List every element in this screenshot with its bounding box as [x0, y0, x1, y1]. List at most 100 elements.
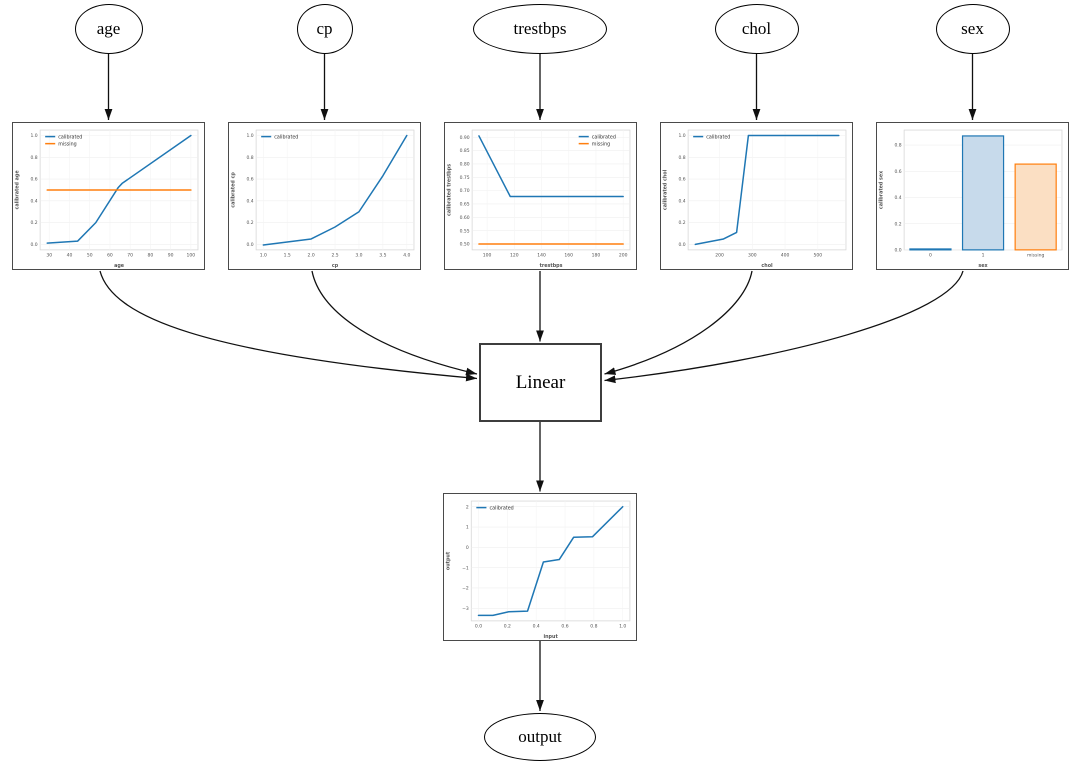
svg-text:calibrated cp: calibrated cp: [231, 172, 237, 208]
svg-text:4.0: 4.0: [403, 252, 410, 258]
svg-text:0: 0: [929, 252, 932, 258]
node-output: output: [484, 713, 596, 761]
svg-text:0.90: 0.90: [460, 135, 470, 141]
svg-text:2.0: 2.0: [308, 252, 315, 258]
svg-text:0.2: 0.2: [678, 220, 685, 226]
svg-text:calibrated: calibrated: [706, 134, 730, 140]
node-age-label: age: [96, 19, 121, 38]
svg-text:missing: missing: [1027, 252, 1044, 258]
edge-sex-to-linear: [604, 270, 964, 384]
svg-text:30: 30: [46, 252, 52, 258]
svg-text:0.6: 0.6: [246, 177, 253, 183]
svg-text:−2: −2: [462, 586, 469, 592]
svg-text:sex: sex: [978, 264, 988, 269]
svg-text:3.5: 3.5: [379, 252, 386, 258]
svg-text:0.50: 0.50: [460, 242, 470, 248]
svg-text:90: 90: [168, 252, 174, 258]
svg-text:0: 0: [466, 545, 469, 551]
node-cp: cp: [296, 4, 353, 54]
svg-text:missing: missing: [58, 141, 76, 147]
svg-text:140: 140: [537, 252, 546, 258]
svg-text:0.8: 0.8: [590, 623, 597, 629]
svg-text:−1: −1: [462, 565, 469, 571]
svg-text:200: 200: [715, 252, 724, 258]
svg-text:0.6: 0.6: [678, 177, 685, 183]
node-chol-label: chol: [741, 19, 772, 38]
svg-text:2.5: 2.5: [331, 252, 338, 258]
svg-text:0.6: 0.6: [894, 169, 901, 175]
node-linear: Linear: [479, 343, 602, 422]
svg-text:calibrated age: calibrated age: [15, 170, 21, 210]
svg-text:0.65: 0.65: [460, 202, 470, 208]
node-cp-label: cp: [316, 19, 333, 38]
svg-text:age: age: [114, 264, 125, 269]
svg-text:cp: cp: [332, 264, 339, 269]
svg-text:60: 60: [107, 252, 113, 258]
svg-text:0.0: 0.0: [894, 247, 901, 253]
svg-text:0.8: 0.8: [678, 155, 685, 161]
svg-text:1.0: 1.0: [678, 133, 685, 139]
svg-text:0.80: 0.80: [460, 162, 470, 168]
svg-text:1.0: 1.0: [246, 133, 253, 139]
svg-text:chol: chol: [761, 263, 773, 269]
edge-chol-to-linear: [604, 270, 753, 375]
node-sex: sex: [935, 4, 1010, 54]
svg-text:0.6: 0.6: [30, 177, 37, 183]
svg-text:calibrated chol: calibrated chol: [663, 169, 669, 210]
svg-text:0.8: 0.8: [246, 155, 253, 161]
svg-text:input: input: [543, 634, 558, 640]
node-trestbps: trestbps: [473, 4, 607, 54]
svg-text:0.85: 0.85: [460, 148, 470, 154]
svg-text:calibrated trestbps: calibrated trestbps: [447, 164, 453, 216]
node-linear-label: Linear: [515, 371, 566, 393]
svg-text:40: 40: [67, 252, 73, 258]
svg-text:70: 70: [127, 252, 133, 258]
svg-text:0.2: 0.2: [246, 220, 253, 226]
svg-text:1.0: 1.0: [619, 623, 626, 629]
svg-text:0.70: 0.70: [460, 188, 470, 194]
svg-text:1.0: 1.0: [30, 133, 37, 139]
svg-text:3.0: 3.0: [355, 252, 362, 258]
svg-text:0.2: 0.2: [30, 220, 37, 226]
svg-text:50: 50: [87, 252, 93, 258]
svg-text:1.5: 1.5: [284, 252, 291, 258]
svg-text:0.4: 0.4: [894, 195, 901, 201]
svg-text:100: 100: [483, 252, 492, 258]
svg-text:output: output: [446, 551, 452, 570]
svg-text:calibrated: calibrated: [274, 134, 298, 140]
svg-text:0.0: 0.0: [678, 242, 685, 248]
edge-age-to-linear: [99, 270, 478, 382]
svg-text:calibrated: calibrated: [592, 134, 616, 140]
svg-text:calibrated: calibrated: [58, 134, 82, 140]
svg-text:0.4: 0.4: [246, 198, 253, 204]
svg-text:1.0: 1.0: [260, 252, 267, 258]
svg-text:calibrated: calibrated: [489, 505, 513, 511]
svg-text:0.0: 0.0: [475, 623, 482, 629]
svg-text:0.55: 0.55: [460, 228, 470, 234]
svg-text:160: 160: [564, 252, 573, 258]
svg-text:missing: missing: [592, 141, 610, 147]
svg-text:0.60: 0.60: [460, 215, 470, 221]
node-sex-label: sex: [961, 19, 984, 38]
svg-text:calibrated sex: calibrated sex: [879, 170, 885, 209]
svg-text:0.2: 0.2: [504, 623, 511, 629]
svg-text:−3: −3: [462, 606, 469, 612]
svg-text:0.8: 0.8: [894, 143, 901, 149]
svg-text:1: 1: [466, 525, 469, 531]
svg-text:trestbps: trestbps: [540, 263, 563, 269]
svg-text:0.8: 0.8: [30, 155, 37, 161]
svg-text:2: 2: [466, 504, 469, 510]
svg-text:80: 80: [148, 252, 154, 258]
